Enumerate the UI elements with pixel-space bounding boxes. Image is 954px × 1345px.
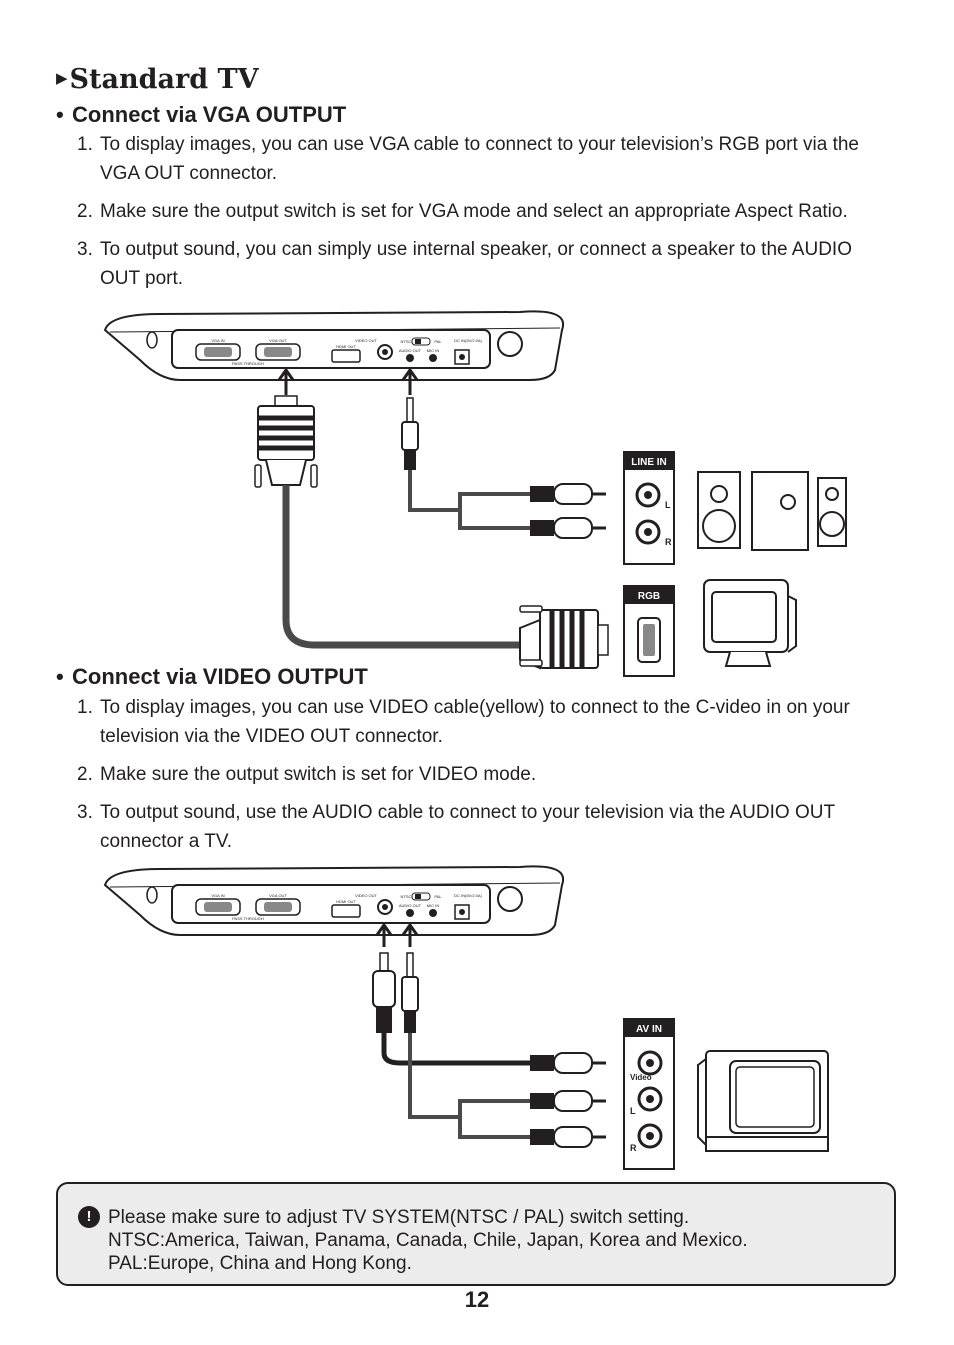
bullet-icon: • bbox=[56, 664, 64, 689]
step-number: 3. bbox=[77, 802, 93, 823]
step-number: 2. bbox=[77, 764, 93, 785]
line-in-right-label: R bbox=[665, 537, 672, 547]
dc-in-label: DC IN(5V/2.0A) bbox=[454, 338, 482, 343]
audio-plug-icon bbox=[401, 397, 419, 470]
plug-arrows bbox=[277, 367, 419, 395]
video-step-2: 2. Make sure the output switch is set for… bbox=[77, 760, 877, 789]
vga-cable bbox=[282, 485, 520, 649]
note-text: Please make sure to adjust TV SYSTEM(NTS… bbox=[108, 1206, 748, 1275]
vga-step-1: 1. To display images, you can use VGA cab… bbox=[77, 130, 877, 188]
note-line-1: Please make sure to adjust TV SYSTEM(NTS… bbox=[108, 1207, 690, 1228]
page-number: 12 bbox=[464, 1287, 490, 1312]
step-number: 1. bbox=[77, 697, 93, 718]
vga-out-label: VGA OUT bbox=[269, 338, 287, 343]
vga-plug-icon bbox=[254, 395, 318, 488]
dc-in-label: DC IN(5V/2.0A) bbox=[454, 893, 482, 898]
rca-plugs-icon bbox=[530, 1052, 606, 1148]
step-number: 1. bbox=[77, 134, 93, 155]
video-step-3: 3. To output sound, use the AUDIO cable t… bbox=[77, 798, 877, 856]
hdmi-out-label: HDMI OUT bbox=[336, 344, 356, 349]
speaker-system-icon bbox=[697, 471, 847, 551]
vga-section-title-text: Connect via VGA OUTPUT bbox=[72, 102, 347, 127]
vga-step-3: 3. To output sound, you can simply use in… bbox=[77, 235, 877, 293]
video-step-1: 1. To display images, you can use VIDEO c… bbox=[77, 693, 877, 751]
pal-label: PAL bbox=[434, 339, 442, 344]
audio-out-label: AUDIO OUT bbox=[399, 348, 422, 353]
audio-cable bbox=[408, 470, 530, 530]
av-in-video-label: Video bbox=[630, 1073, 652, 1082]
step-text: To output sound, use the AUDIO cable to … bbox=[100, 802, 835, 852]
vga-steps-list: 1. To display images, you can use VGA cab… bbox=[77, 130, 877, 302]
step-text: Make sure the output switch is set for V… bbox=[100, 201, 848, 222]
exclamation-icon: ! bbox=[78, 1206, 100, 1228]
hdmi-out-label: HDMI OUT bbox=[336, 899, 356, 904]
crt-television-icon bbox=[697, 1050, 829, 1152]
av-in-right-label: R bbox=[630, 1143, 637, 1153]
note-line-2: NTSC:America, Taiwan, Panama, Canada, Ch… bbox=[108, 1230, 748, 1251]
video-plug-icon bbox=[372, 952, 396, 1033]
note-box: ! Please make sure to adjust TV SYSTEM(N… bbox=[56, 1182, 896, 1286]
step-number: 2. bbox=[77, 201, 93, 222]
audio-out-label: AUDIO OUT bbox=[399, 903, 422, 908]
audio-plug-icon bbox=[401, 952, 419, 1033]
vga-in-label: VGA IN bbox=[211, 338, 224, 343]
mic-in-label: MIC IN bbox=[427, 348, 440, 353]
pass-through-label: PASS THROUGH bbox=[232, 916, 264, 921]
av-in-panel: AV IN Video L R bbox=[623, 1018, 675, 1170]
line-in-panel: LINE IN L R bbox=[623, 451, 675, 565]
plug-arrows bbox=[375, 922, 419, 947]
page-title: ▶Standard TV bbox=[56, 64, 259, 95]
device-rear-panel: VGA IN VGA OUT PASS THROUGH HDMI OUT VID… bbox=[103, 310, 565, 381]
vga-in-label: VGA IN bbox=[211, 893, 224, 898]
vga-section-title: • Connect via VGA OUTPUT bbox=[56, 102, 346, 128]
av-in-left-label: L bbox=[630, 1106, 636, 1116]
video-cable bbox=[381, 1033, 530, 1066]
rgb-title: RGB bbox=[638, 591, 660, 602]
video-out-label: VIDEO OUT bbox=[355, 893, 378, 898]
video-out-label: VIDEO OUT bbox=[355, 338, 378, 343]
audio-cable bbox=[408, 1033, 530, 1139]
vga-connection-diagram: VGA IN VGA OUT PASS THROUGH HDMI OUT VID… bbox=[103, 310, 847, 677]
device-rear-panel: VGA IN VGA OUT PASS THROUGH HDMI OUT VID… bbox=[103, 865, 565, 936]
vga-plug-tv-icon bbox=[519, 605, 609, 670]
video-connection-diagram: VGA IN VGA OUT PASS THROUGH HDMI OUT VID… bbox=[103, 865, 829, 1170]
pass-through-label: PASS THROUGH bbox=[232, 361, 264, 366]
page-title-text: Standard TV bbox=[69, 64, 259, 95]
step-text: To display images, you can use VIDEO cab… bbox=[100, 697, 850, 747]
vga-step-2: 2. Make sure the output switch is set for… bbox=[77, 197, 877, 226]
note-line-3: PAL:Europe, China and Hong Kong. bbox=[108, 1253, 412, 1274]
video-section-title-text: Connect via VIDEO OUTPUT bbox=[72, 664, 368, 689]
bullet-icon: • bbox=[56, 102, 64, 127]
video-steps-list: 1. To display images, you can use VIDEO c… bbox=[77, 693, 877, 865]
step-text: To output sound, you can simply use inte… bbox=[100, 239, 852, 289]
step-text: To display images, you can use VGA cable… bbox=[100, 134, 859, 184]
video-section-title: • Connect via VIDEO OUTPUT bbox=[56, 664, 368, 690]
crt-monitor-icon bbox=[703, 579, 797, 667]
pal-label: PAL bbox=[434, 894, 442, 899]
av-in-title: AV IN bbox=[636, 1024, 662, 1035]
ntsc-label: NTSC bbox=[401, 894, 412, 899]
rgb-panel: RGB bbox=[623, 585, 675, 677]
vga-out-label: VGA OUT bbox=[269, 893, 287, 898]
line-in-title: LINE IN bbox=[631, 457, 667, 468]
rca-plugs-icon bbox=[530, 483, 606, 539]
step-number: 3. bbox=[77, 239, 93, 260]
ntsc-label: NTSC bbox=[401, 339, 412, 344]
step-text: Make sure the output switch is set for V… bbox=[100, 764, 537, 785]
triangle-bullet-icon: ▶ bbox=[56, 69, 68, 87]
line-in-left-label: L bbox=[665, 500, 671, 510]
mic-in-label: MIC IN bbox=[427, 903, 440, 908]
